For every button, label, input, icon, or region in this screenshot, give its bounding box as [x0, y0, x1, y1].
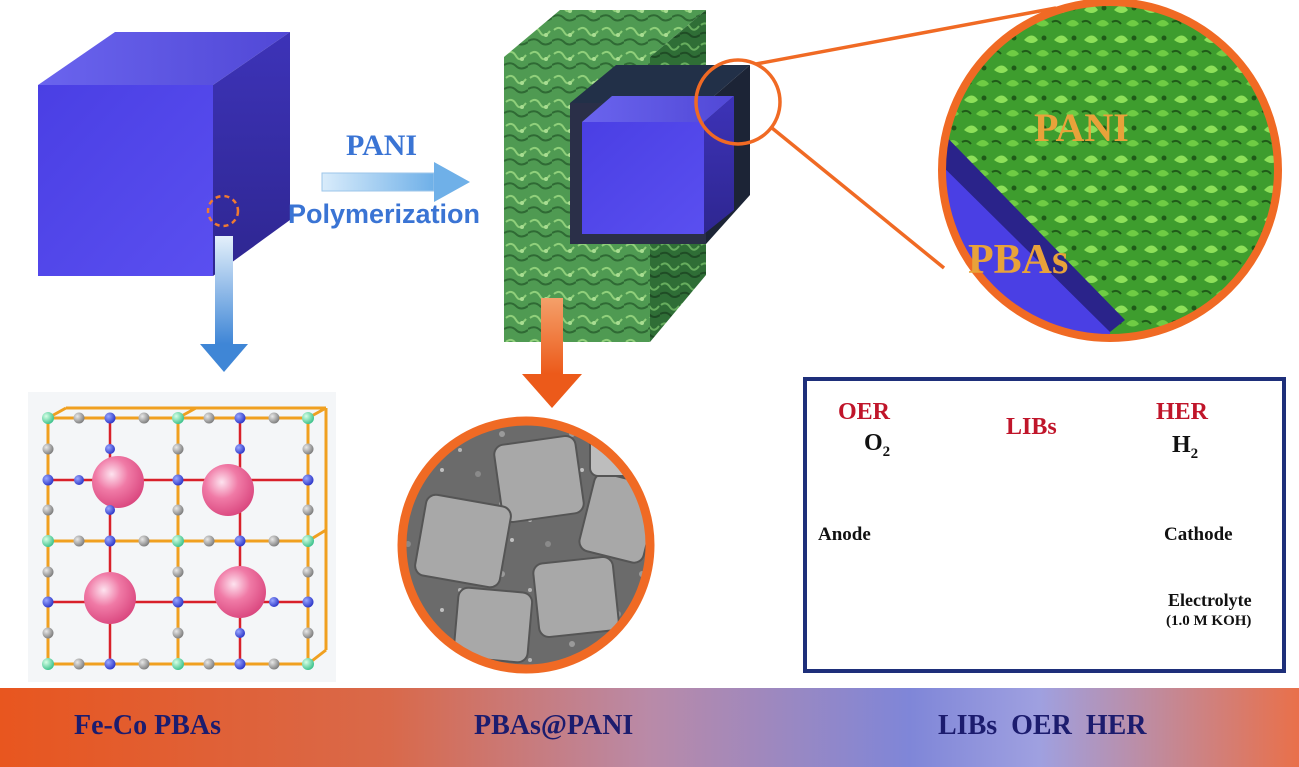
polymerization-arrow [321, 162, 470, 202]
zoom-marker-circle [206, 194, 240, 228]
pani-arrow-label: PANI [346, 129, 418, 162]
cell-frame [803, 377, 1286, 673]
her-label: HER [1156, 399, 1209, 425]
h2-label: H2 [1172, 432, 1198, 463]
pani-shell-label: PANI [1034, 105, 1129, 150]
polymerization-label: Polymerization [288, 199, 481, 229]
sem-image [397, 416, 655, 674]
down-arrow-sem [522, 298, 582, 408]
electrolyte-label: Electrolyte [1168, 590, 1252, 610]
crystal-structure [28, 392, 336, 682]
down-arrow-structure [200, 236, 248, 372]
zoom-inset-border [938, 0, 1282, 342]
h2-subscript: 2 [1190, 445, 1199, 462]
h2-symbol: H [1172, 432, 1191, 458]
oer-label: OER [838, 399, 891, 425]
zoom-line-top [755, 6, 1057, 66]
electrolyte-detail-label: (1.0 M KOH) [1166, 613, 1252, 629]
fe-co-pbas-caption: Fe-Co PBAs [74, 710, 221, 741]
o2-label: O2 [864, 430, 890, 461]
zoom-source-circle [694, 58, 782, 146]
anode-label: Anode [818, 524, 871, 545]
o2-subscript: 2 [882, 443, 891, 460]
pbas-pani-caption: PBAs@PANI [474, 710, 634, 741]
pbas-core-label: PBAs [968, 237, 1069, 283]
applications-caption: LIBs OER HER [938, 710, 1147, 741]
libs-label: LIBs [1006, 414, 1057, 440]
pba-cube [38, 32, 290, 276]
cathode-label: Cathode [1164, 524, 1233, 545]
bottom-caption-bar: Fe-Co PBAs PBAs@PANI LIBs OER HER [0, 688, 1299, 767]
o2-symbol: O [864, 430, 883, 456]
zoom-line-bottom [770, 126, 946, 270]
pani-zoom-inset [942, 2, 1278, 338]
pani-coated-cube [504, 10, 750, 342]
